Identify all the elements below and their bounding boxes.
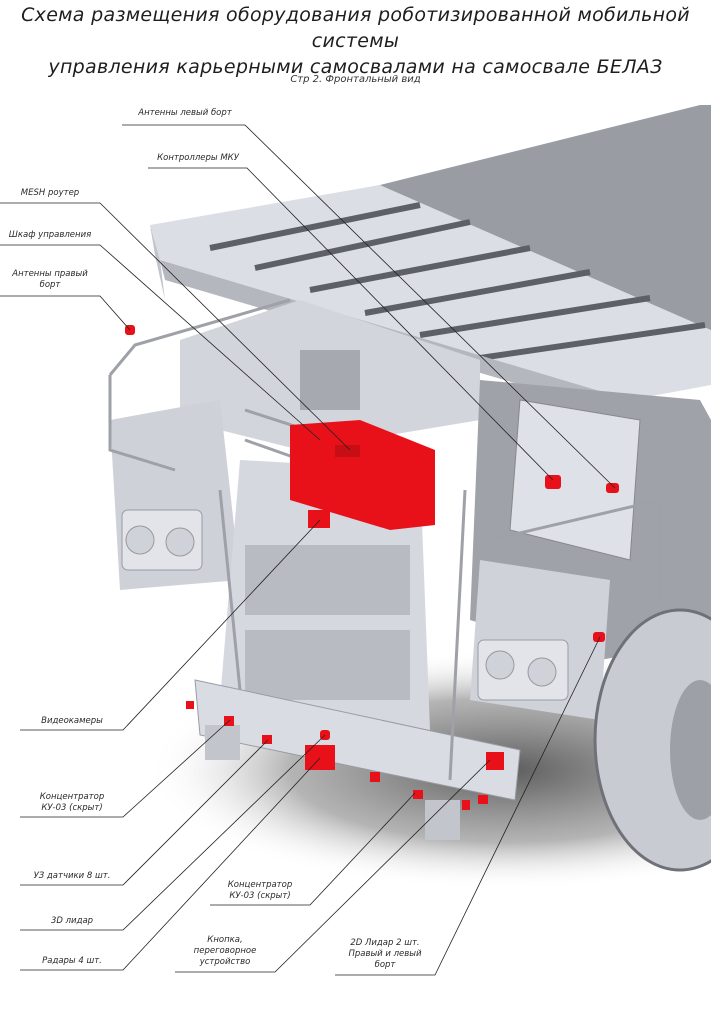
- lidar-3d-shape: [305, 745, 335, 770]
- label-lidar-3d: 3D лидар: [50, 916, 94, 926]
- controller-mku: [545, 475, 561, 489]
- label-antennas-left: Антенны левый борт: [138, 108, 232, 118]
- control-cabinet-shape: [290, 420, 435, 530]
- title-line-2: управления карьерными самосвалами на сам…: [48, 56, 663, 78]
- truck-front: [108, 298, 711, 872]
- page-subtitle: Стр 2. Фронтальный вид: [290, 74, 421, 85]
- label-controllers-mku: Контроллеры МКУ: [157, 153, 239, 163]
- lidar-2d-shape: [486, 752, 504, 770]
- label-mesh-router: MESH роутер: [20, 188, 80, 198]
- label-control-cabinet: Шкаф управления: [8, 230, 92, 240]
- antenna-left: [606, 483, 619, 493]
- leader-lines: [0, 124, 616, 976]
- title-line-1: Схема размещения оборудования роботизиро…: [21, 4, 690, 52]
- label-video-cameras: Видеокамеры: [41, 716, 103, 726]
- mesh-router-shape: [308, 510, 330, 528]
- diagram-title: Схема размещения оборудования роботизиро…: [0, 2, 711, 80]
- label-radars: Радары 4 шт.: [42, 956, 102, 966]
- label-ultrasonic-sensors: УЗ датчики 8 шт.: [33, 871, 111, 881]
